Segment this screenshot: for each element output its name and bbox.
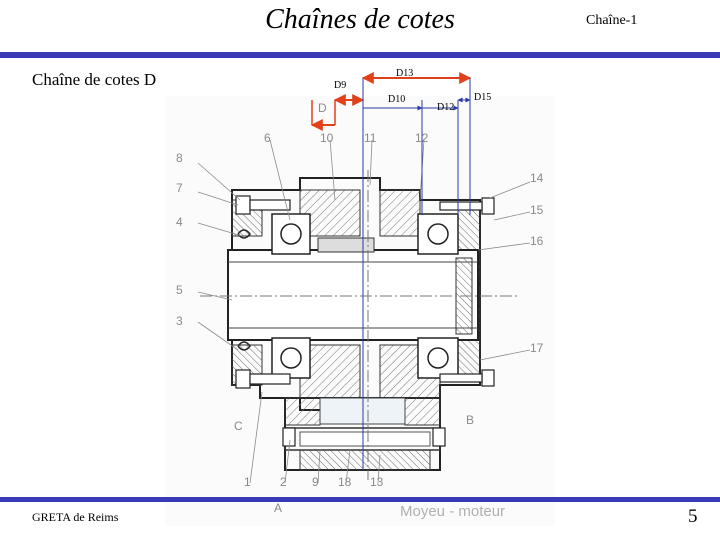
part-number-4: 4 — [176, 215, 183, 229]
datum-d: D — [318, 101, 327, 115]
datum-b: B — [466, 413, 474, 427]
bearing-right-top — [417, 213, 459, 255]
part-number-10: 10 — [320, 131, 334, 145]
housing — [231, 177, 481, 411]
shaft — [227, 237, 479, 341]
footer-organization: GRETA de Reims — [32, 510, 119, 524]
part-number-17: 17 — [530, 341, 544, 355]
footer-rule — [0, 497, 720, 502]
leader-lines — [197, 139, 531, 484]
part-number-13: 13 — [370, 475, 384, 489]
part-number-18: 18 — [338, 475, 352, 489]
slide-reference: Chaîne-1 — [586, 13, 638, 28]
part-number-3: 3 — [176, 314, 183, 328]
drawing-caption: Moyeu - moteur — [400, 503, 505, 520]
part-number-7: 7 — [176, 181, 183, 195]
datum-labels: C B A D — [234, 101, 474, 515]
part-number-15: 15 — [530, 203, 544, 217]
datum-c: C — [234, 419, 243, 433]
label-d9: D9 — [334, 80, 346, 91]
part-number-16: 16 — [530, 234, 544, 248]
part-number-1: 1 — [244, 475, 251, 489]
part-number-6: 6 — [264, 131, 271, 145]
label-d12: D12 — [437, 102, 454, 113]
part-number-14: 14 — [530, 171, 544, 185]
part-number-9: 9 — [312, 475, 319, 489]
label-d15: D15 — [474, 92, 491, 103]
part-number-2: 2 — [280, 475, 287, 489]
slide-title: Chaînes de cotes — [265, 4, 455, 35]
part-number-5: 5 — [176, 283, 183, 297]
page-number: 5 — [688, 506, 698, 527]
part-numbers: 8 7 4 5 3 6 10 11 12 14 15 16 17 1 2 9 1… — [176, 131, 544, 489]
bearing-right-bottom — [417, 337, 459, 379]
part-number-8: 8 — [176, 151, 183, 165]
screws — [235, 195, 495, 447]
circlips — [237, 229, 251, 351]
header-rule — [0, 52, 720, 58]
chain-subtitle: Chaîne de cotes D — [32, 70, 157, 89]
label-d13: D13 — [396, 68, 413, 79]
bearing-left-bottom — [271, 337, 311, 379]
part-number-11: 11 — [364, 131, 377, 145]
bearing-left-top — [271, 213, 311, 255]
datum-a: A — [274, 501, 282, 515]
label-d10: D10 — [388, 94, 405, 105]
dimension-chain-d: D9 D13 D10 D12 D15 — [310, 68, 491, 470]
